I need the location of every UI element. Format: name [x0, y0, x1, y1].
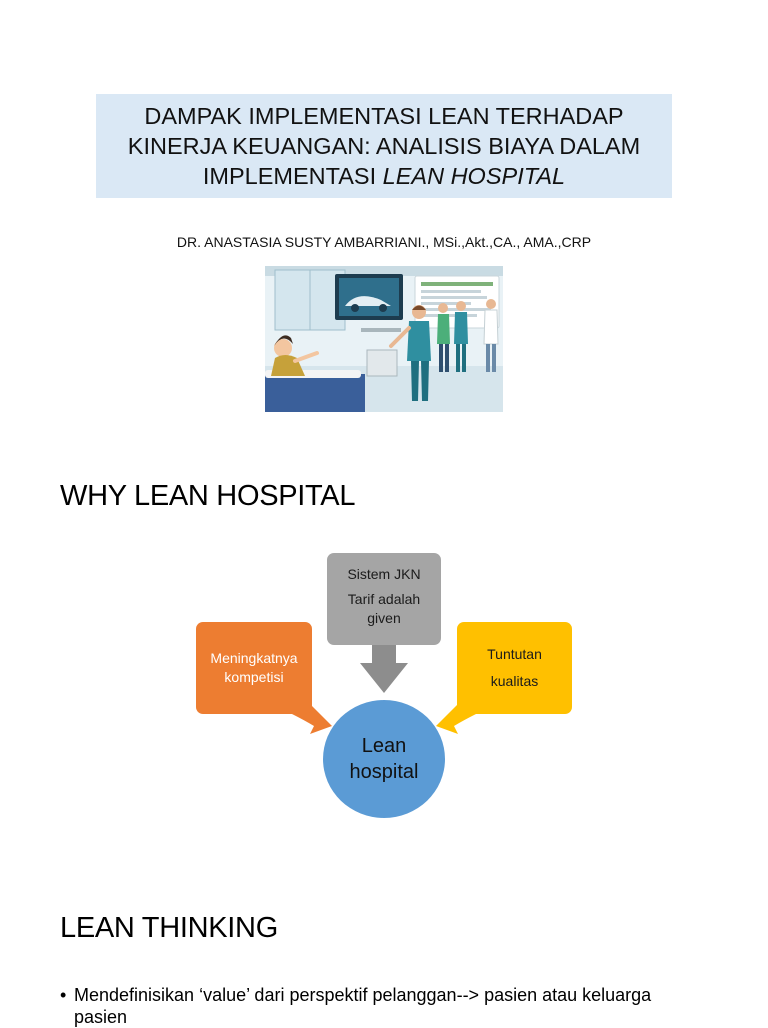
box-kompetisi: Meningkatnya kompetisi — [196, 622, 312, 714]
box-kompetisi-line2: kompetisi — [224, 669, 284, 685]
box-sistem-jkn: Sistem JKN Tarif adalah given — [327, 553, 441, 645]
title-line-1: DAMPAK IMPLEMENTASI LEAN TERHADAP — [144, 103, 624, 129]
title-slide: DAMPAK IMPLEMENTASI LEAN TERHADAP KINERJ… — [0, 0, 768, 440]
center-line1: Lean — [361, 735, 407, 757]
slide-heading: LEAN THINKING — [60, 912, 278, 944]
title-banner: DAMPAK IMPLEMENTASI LEAN TERHADAP KINERJ… — [96, 94, 672, 198]
box-kualitas-line2: kualitas — [490, 673, 539, 689]
center-circle-lean-hospital: Lean hospital — [323, 700, 445, 818]
box-sistem-jkn-line1: Sistem JKN — [347, 566, 421, 582]
arrow-down-icon — [360, 645, 408, 693]
author-line: DR. ANASTASIA SUSTY AMBARRIANI., MSi.,Ak… — [176, 234, 592, 250]
bullet-mark: • — [60, 985, 67, 1005]
title-line-3: IMPLEMENTASI LEAN HOSPITAL — [128, 161, 640, 191]
center-line2: hospital — [349, 761, 419, 783]
why-lean-slide: WHY LEAN HOSPITAL Sistem JKN Tarif adala… — [0, 452, 768, 872]
lean-thinking-slide: LEAN THINKING • Mendefinisikan ‘value’ d… — [0, 884, 768, 1027]
slide-heading: WHY LEAN HOSPITAL — [60, 480, 356, 512]
hospital-illustration — [265, 266, 503, 412]
bullet-text: Mendefinisikan ‘value’ dari perspektif p… — [74, 985, 652, 1027]
box-sistem-jkn-line3: given — [367, 610, 401, 626]
title-line-2: KINERJA KEUANGAN: ANALISIS BIAYA DALAM — [127, 133, 641, 159]
slide-title: DAMPAK IMPLEMENTASI LEAN TERHADAP KINERJ… — [128, 101, 640, 191]
title-line-3-plain: IMPLEMENTASI — [202, 163, 383, 189]
title-line-3-italic: LEAN HOSPITAL — [382, 163, 566, 189]
box-sistem-jkn-line2: Tarif adalah — [347, 591, 421, 607]
box-kualitas: Tuntutan kualitas — [457, 622, 572, 714]
bullet-item: • Mendefinisikan ‘value’ dari perspektif… — [60, 984, 700, 1028]
box-kompetisi-line1: Meningkatnya — [210, 650, 298, 666]
box-kualitas-line1: Tuntutan — [487, 646, 542, 662]
